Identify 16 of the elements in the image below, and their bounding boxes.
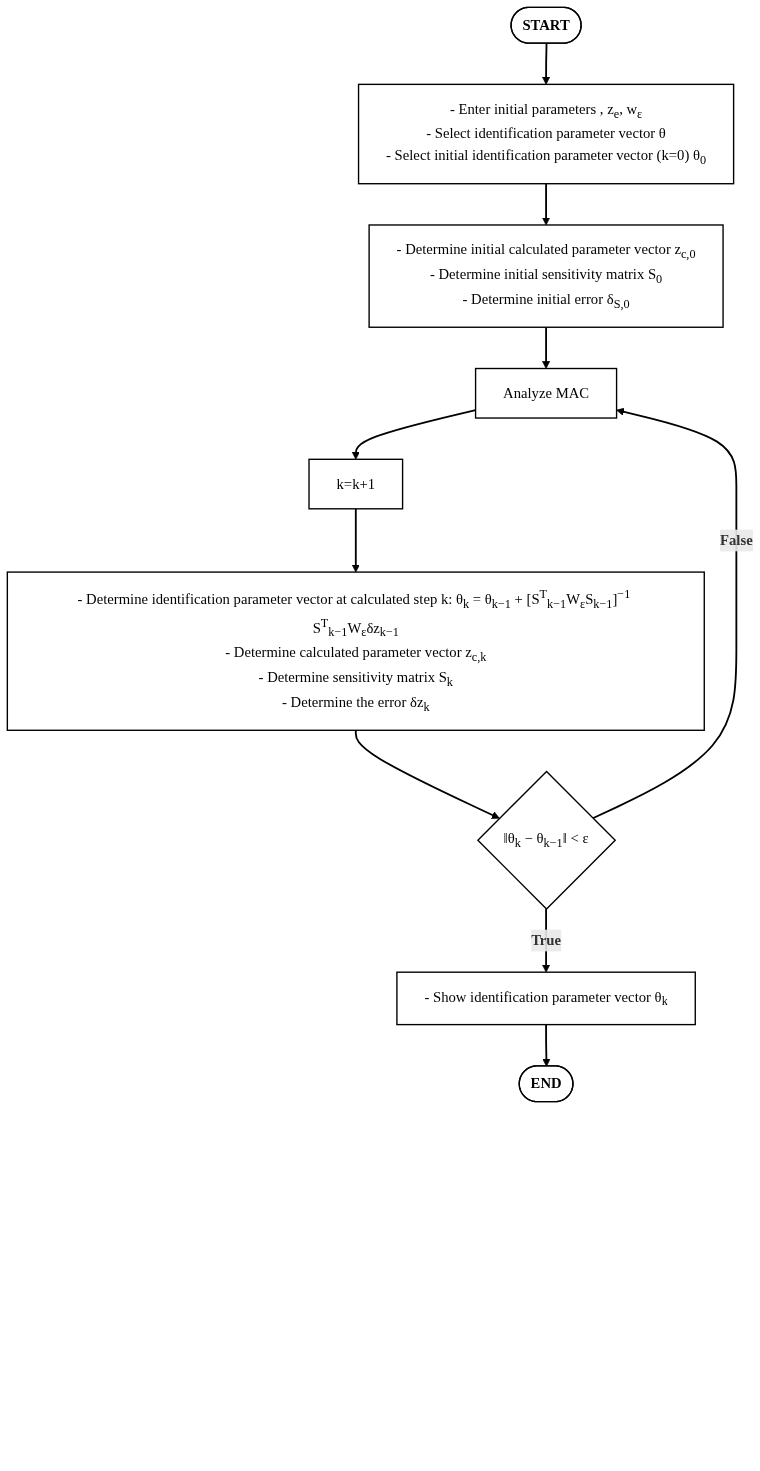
arrow bbox=[542, 182, 551, 226]
arrow bbox=[351, 507, 360, 573]
node-box: k=k+1 bbox=[308, 458, 404, 510]
node-box: - Show identification parameter vector θ$_{k}$ bbox=[396, 971, 696, 1026]
arrow bbox=[591, 407, 738, 820]
arrow bbox=[542, 1023, 551, 1067]
arrow bbox=[542, 42, 551, 85]
node-box: Analyze MAC bbox=[474, 367, 618, 419]
node-diamond: ‖θ$_{k}$ − θ$_{k−1}$‖ < ε bbox=[476, 770, 617, 910]
arrow bbox=[354, 729, 500, 819]
edge-label: False bbox=[720, 532, 753, 548]
arrow bbox=[542, 326, 551, 369]
node-box: - Determine identification parameter vector at calculated step k: θ$_{k}$ = θ$_{k−1}$ + [S$^{T}$$_{k−1}$W$_{ε}$S$_{k−1}$]$^{−1}$ S$^{T}$$_{k−1}$W$_{ε}$δz$_{k−1}$ - Determine calculated parameter vector z$_{c,k}$ - Determine sensitivity matrix S$_{k}$ - Determine the error δz$_{k}$ bbox=[6, 571, 705, 731]
node-box: - Enter initial parameters , z$_{e}$, w$_{ε}$ - Select identification parameter vector θ - Select initial identification parameter vector (k=0) θ$_{0}$ bbox=[357, 83, 735, 185]
edge-label: True bbox=[531, 932, 562, 948]
node-box: - Determine initial calculated parameter vector z$_{c,0}$ - Determine initial sensitivity matrix S$_{0}$ - Determine initial error δ$_{S,0}$ bbox=[368, 224, 724, 328]
